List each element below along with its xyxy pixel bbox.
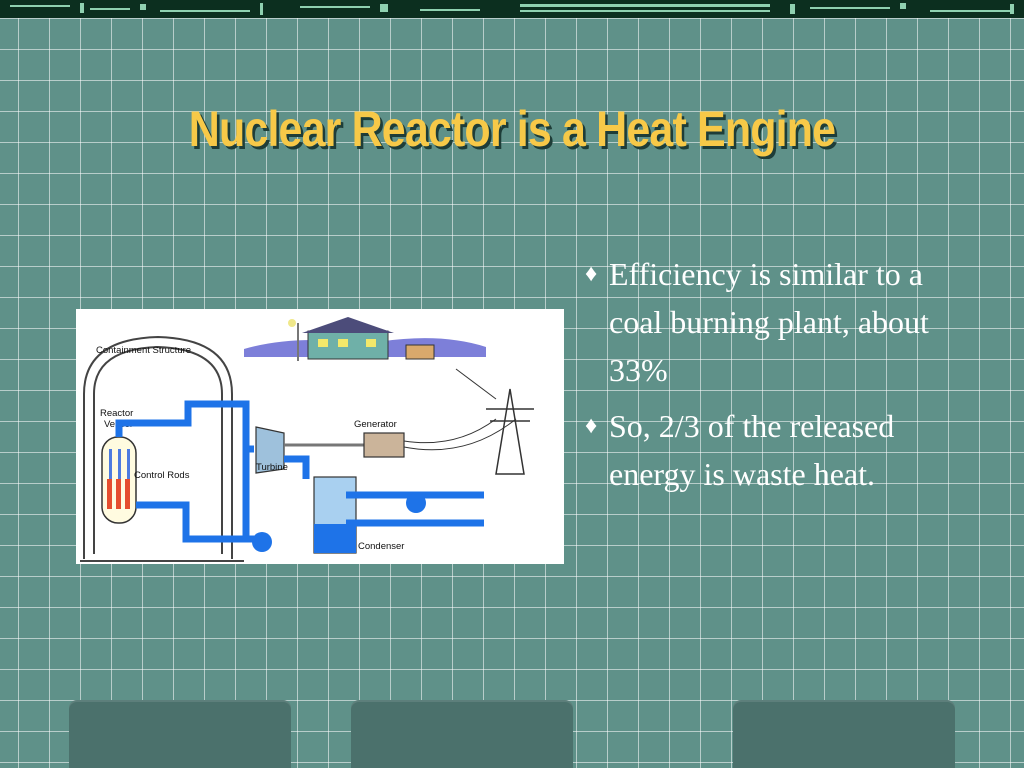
bullet-text: So, 2/3 of the released energy is waste … xyxy=(609,408,895,492)
turbine-icon xyxy=(255,426,285,474)
nuclear-plant-illustration: Containment Structure Reactor Vessel Con… xyxy=(80,317,534,562)
label-generator: Generator xyxy=(354,419,397,430)
label-condenser: Condenser xyxy=(358,541,404,552)
small-house-icon xyxy=(405,344,435,360)
containment-dome-icon xyxy=(93,345,223,554)
footer-box xyxy=(69,700,291,768)
bullet-item: ♦ Efficiency is similar to a coal burnin… xyxy=(583,250,963,394)
label-control-rods: Control Rods xyxy=(134,470,190,481)
diamond-bullet-icon: ♦ xyxy=(585,413,598,439)
circuit-pattern-icon xyxy=(0,0,1024,18)
footer-box xyxy=(733,700,955,768)
pump-icon xyxy=(406,493,426,513)
bullet-item: ♦ So, 2/3 of the released energy is wast… xyxy=(583,402,963,498)
label-reactor: Reactor xyxy=(100,408,133,419)
generator-icon xyxy=(363,432,405,458)
pump-icon xyxy=(252,532,272,552)
label-containment: Containment Structure xyxy=(96,345,191,356)
bullet-list: ♦ Efficiency is similar to a coal burnin… xyxy=(583,250,963,506)
label-turbine: Turbine xyxy=(256,462,288,473)
footer-box xyxy=(351,700,573,768)
slide-title: Nuclear Reactor is a Heat Engine xyxy=(188,101,836,157)
reactor-diagram: Containment Structure Reactor Vessel Con… xyxy=(76,309,564,564)
house-roof-icon xyxy=(302,317,394,333)
decorative-top-strip xyxy=(0,0,1024,18)
diamond-bullet-icon: ♦ xyxy=(585,261,598,287)
bullet-text: Efficiency is similar to a coal burning … xyxy=(609,256,929,388)
power-tower-icon xyxy=(495,388,525,475)
